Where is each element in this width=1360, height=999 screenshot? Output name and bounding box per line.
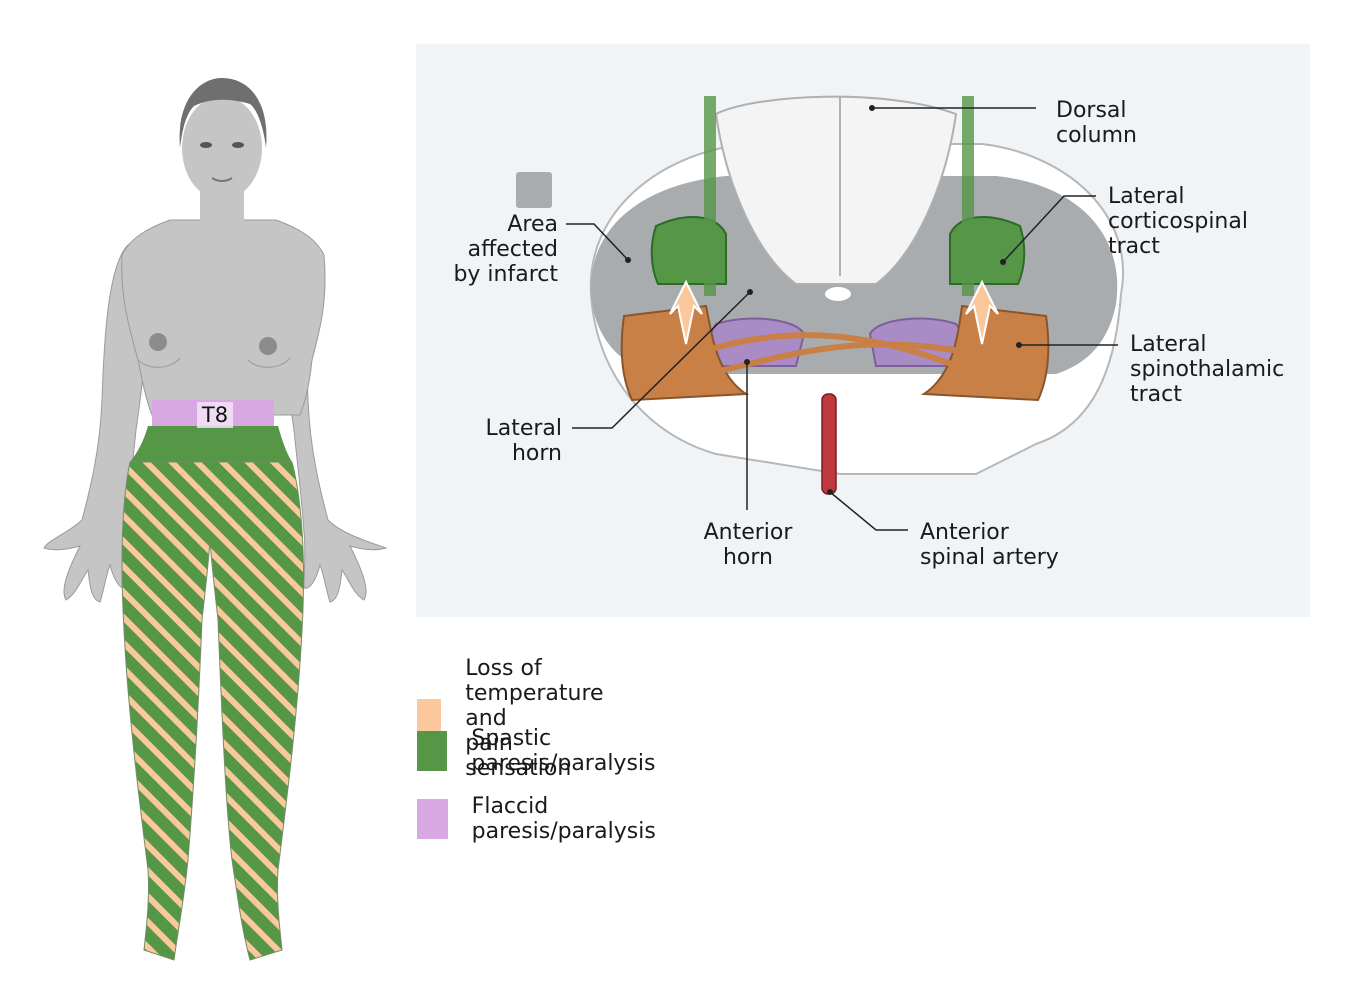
- label-lateral-spinothalamic: Lateral spinothalamic tract: [1130, 332, 1285, 407]
- legend-swatch-spastic: [417, 731, 448, 771]
- right-breast-line: [247, 357, 291, 368]
- legs-striped: [121, 461, 305, 961]
- dot-artery: [827, 489, 833, 495]
- legend-label-sensory: Loss of temperature and pain sensation: [465, 656, 604, 781]
- left-eye: [200, 142, 212, 148]
- leader-lateral-horn: [572, 291, 751, 429]
- crossing-fiber-2: [705, 341, 1017, 377]
- spastic-band: [130, 426, 292, 462]
- ascending-arrow-right: [965, 279, 999, 345]
- descending-arrow-right: [962, 96, 974, 296]
- label-dorsal-column: Dorsal column: [1056, 98, 1137, 148]
- spinothalamic-left: [620, 304, 750, 402]
- leader-area-affected: [566, 223, 629, 261]
- dot-corticospinal: [1000, 259, 1006, 265]
- left-nipple: [149, 333, 167, 351]
- legend-swatch-flaccid: [417, 799, 448, 839]
- hair: [179, 78, 267, 148]
- descending-arrow-left: [704, 96, 716, 296]
- head: [182, 96, 262, 200]
- dot-spinothalamic: [1016, 342, 1022, 348]
- body-figure: [43, 78, 388, 961]
- right-eye: [232, 142, 244, 148]
- t8-level-label: T8: [197, 402, 233, 428]
- leader-artery: [829, 491, 908, 531]
- dot-dorsal: [869, 105, 875, 111]
- ascending-arrow-left: [669, 279, 703, 345]
- anterior-horn-left: [709, 317, 806, 367]
- dorsal-column: [714, 95, 958, 285]
- central-canal: [823, 285, 853, 303]
- dot-anterior-horn: [744, 359, 750, 365]
- label-lateral-corticospinal: Lateral corticospinal tract: [1108, 184, 1248, 259]
- legend-label-flaccid: Flaccid paresis/paralysis: [471, 794, 656, 844]
- legend-item-spastic: Spastic paresis/paralysis: [417, 726, 667, 776]
- mouth: [211, 177, 233, 182]
- leader-corticospinal: [1002, 195, 1096, 263]
- label-area-affected: Area affected by infarct: [453, 212, 558, 287]
- crossing-fiber-1: [664, 332, 978, 377]
- legend-label-spastic: Spastic paresis/paralysis: [471, 726, 656, 776]
- label-anterior-horn: Anterior horn: [703, 520, 793, 570]
- spinothalamic-right: [920, 304, 1050, 402]
- infarct-swatch: [516, 172, 552, 208]
- anterior-spinal-artery: [821, 393, 837, 495]
- dot-area: [625, 257, 631, 263]
- legend-item-sensory: Loss of temperature and pain sensation: [417, 656, 621, 781]
- left-breast-line: [137, 357, 181, 368]
- label-lateral-horn: Lateral horn: [485, 416, 562, 466]
- dot-lateral-horn: [747, 289, 753, 295]
- spinal-cord-panel: Dorsal column Lateral corticospinal trac…: [416, 44, 1310, 617]
- right-arm: [279, 243, 388, 603]
- legend-item-flaccid: Flaccid paresis/paralysis: [417, 794, 667, 844]
- label-anterior-spinal-artery: Anterior spinal artery: [920, 520, 1059, 570]
- right-nipple: [259, 337, 277, 355]
- spinal-cord-diagram: [566, 95, 1124, 531]
- torso: [121, 219, 326, 416]
